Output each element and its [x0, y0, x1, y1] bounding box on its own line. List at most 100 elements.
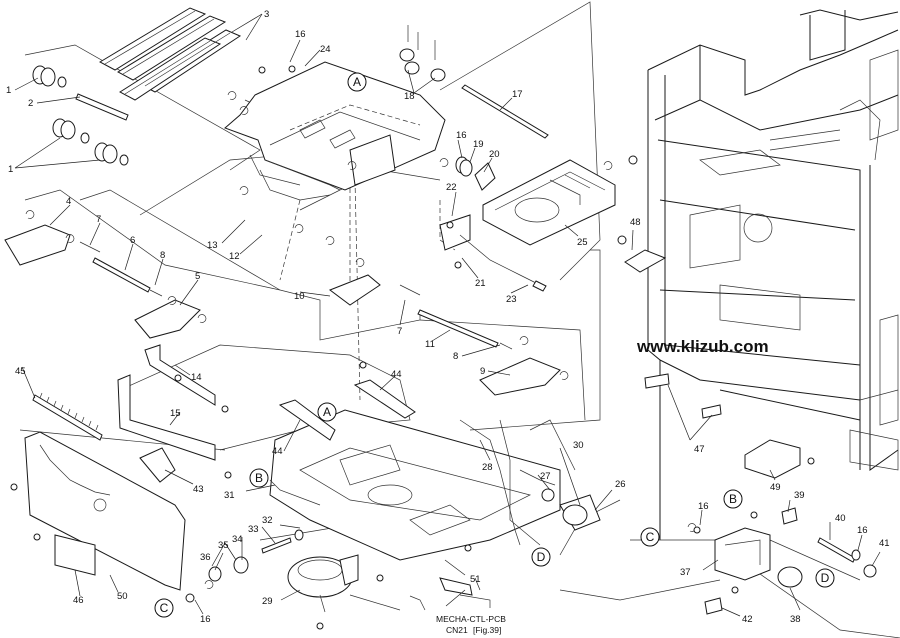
part-label-21: 21 — [475, 278, 486, 289]
part-label-14: 14 — [191, 372, 202, 383]
gear-set-18 — [399, 25, 446, 82]
part-label-46: 46 — [73, 595, 84, 606]
part-label-41: 41 — [879, 538, 890, 549]
part-label-5: 5 — [195, 271, 200, 282]
fan-29 — [287, 554, 401, 613]
callout-A-top: A — [347, 72, 367, 92]
part-label-8-left: 8 — [160, 250, 165, 261]
leader-lines — [14, 13, 881, 617]
part-label-22: 22 — [446, 182, 457, 193]
part-label-7-right: 7 — [397, 326, 402, 337]
part-label-16-middle: 16 — [456, 130, 467, 141]
part-label-4: 4 — [66, 196, 71, 207]
part-label-16-bottom-left: 16 — [200, 614, 211, 625]
shaft-17 — [461, 84, 549, 139]
part-label-26: 26 — [615, 479, 626, 490]
part-label-50: 50 — [117, 591, 128, 602]
part-label-37: 37 — [680, 567, 691, 578]
part-label-2: 2 — [28, 98, 33, 109]
part-label-51: 51 — [470, 574, 481, 585]
callout-B-right: B — [723, 489, 743, 509]
part-label-11: 11 — [425, 339, 435, 350]
cover-25 — [482, 159, 616, 246]
part-label-32: 32 — [262, 515, 273, 526]
screws-and-rings — [10, 65, 815, 630]
part-label-27: 27 — [540, 471, 551, 482]
part-number-labels: 3 1 2 1 4 7 6 8 5 13 12 16 24 18 17 16 1… — [6, 9, 890, 625]
watermark-text: www.klizub.com — [636, 337, 769, 356]
svg-text:B: B — [255, 471, 263, 485]
motor-assembly — [459, 419, 601, 546]
part-label-34: 34 — [232, 534, 243, 545]
part-label-20: 20 — [489, 149, 500, 160]
part-label-42: 42 — [742, 614, 753, 625]
part-label-23: 23 — [506, 294, 517, 305]
part-label-47: 47 — [694, 444, 705, 455]
svg-text:C: C — [160, 601, 169, 615]
harness-23 — [459, 234, 547, 292]
part-label-33: 33 — [248, 524, 259, 535]
left-bracket-group — [4, 224, 561, 396]
part-label-45: 45 — [15, 366, 26, 377]
main-frame-chassis — [647, 9, 899, 540]
svg-text:A: A — [323, 405, 331, 419]
part-label-13: 13 — [207, 240, 218, 251]
roller-shaft-set — [32, 65, 129, 166]
part-label-38: 38 — [790, 614, 801, 625]
part-label-49: 49 — [770, 482, 781, 493]
lower-base-plate — [269, 379, 561, 561]
part-label-15: 15 — [170, 408, 181, 419]
part-label-19: 19 — [473, 139, 484, 150]
svg-text:C: C — [646, 530, 655, 544]
part-label-16-right: 16 — [857, 525, 868, 536]
part-label-25: 25 — [577, 237, 588, 248]
callout-D-right: D — [815, 568, 835, 588]
svg-text:B: B — [729, 492, 737, 506]
part-label-28: 28 — [482, 462, 493, 473]
connector-reference-note: MECHA-CTL-PCB CN21 [Fig.39] — [436, 614, 506, 635]
right-bottom-parts — [624, 249, 877, 615]
connector-name: MECHA-CTL-PCB — [436, 614, 506, 624]
lower-brackets-14-15 — [117, 344, 216, 461]
part-label-31: 31 — [224, 490, 235, 501]
callout-B-left: B — [249, 468, 269, 488]
callout-C-right: C — [640, 527, 660, 547]
svg-text:D: D — [821, 571, 830, 585]
part-label-44-left: 44 — [272, 446, 283, 457]
part-label-9: 9 — [480, 366, 485, 377]
part-label-1-top: 1 — [6, 85, 11, 96]
part-label-30: 30 — [573, 440, 584, 451]
part-label-44-right: 44 — [391, 369, 402, 380]
part-label-8-right: 8 — [453, 351, 458, 362]
callout-D-middle: D — [531, 547, 551, 567]
part-label-7-left: 7 — [96, 214, 101, 225]
part-label-40: 40 — [835, 513, 846, 524]
pulley-belt-group — [439, 156, 496, 251]
connector-figure-ref: [Fig.39] — [473, 625, 501, 635]
part-label-43: 43 — [193, 484, 204, 495]
part-label-1-bottom: 1 — [8, 164, 13, 175]
svg-text:D: D — [537, 550, 546, 564]
part-label-3: 3 — [264, 9, 269, 20]
timing-belts — [98, 7, 242, 101]
part-label-24: 24 — [320, 44, 331, 55]
part-label-35: 35 — [218, 540, 229, 551]
part-label-29: 29 — [262, 596, 273, 607]
part-label-16-right-left: 16 — [698, 501, 709, 512]
svg-text:A: A — [353, 75, 361, 89]
part-label-36: 36 — [200, 552, 211, 563]
part-label-12: 12 — [229, 251, 240, 262]
connector-pin: CN21 — [446, 625, 468, 635]
part-label-39: 39 — [794, 490, 805, 501]
part-label-17: 17 — [512, 89, 523, 100]
part-label-10: 10 — [294, 291, 305, 302]
part-label-6: 6 — [130, 235, 135, 246]
callout-A-middle: A — [317, 402, 337, 422]
part-label-16-top: 16 — [295, 29, 306, 40]
part-label-18: 18 — [404, 91, 415, 102]
part-label-48: 48 — [630, 217, 641, 228]
upper-mechanism-plate — [224, 61, 446, 201]
callout-C-left: C — [154, 598, 174, 618]
left-panel-group — [24, 392, 186, 591]
